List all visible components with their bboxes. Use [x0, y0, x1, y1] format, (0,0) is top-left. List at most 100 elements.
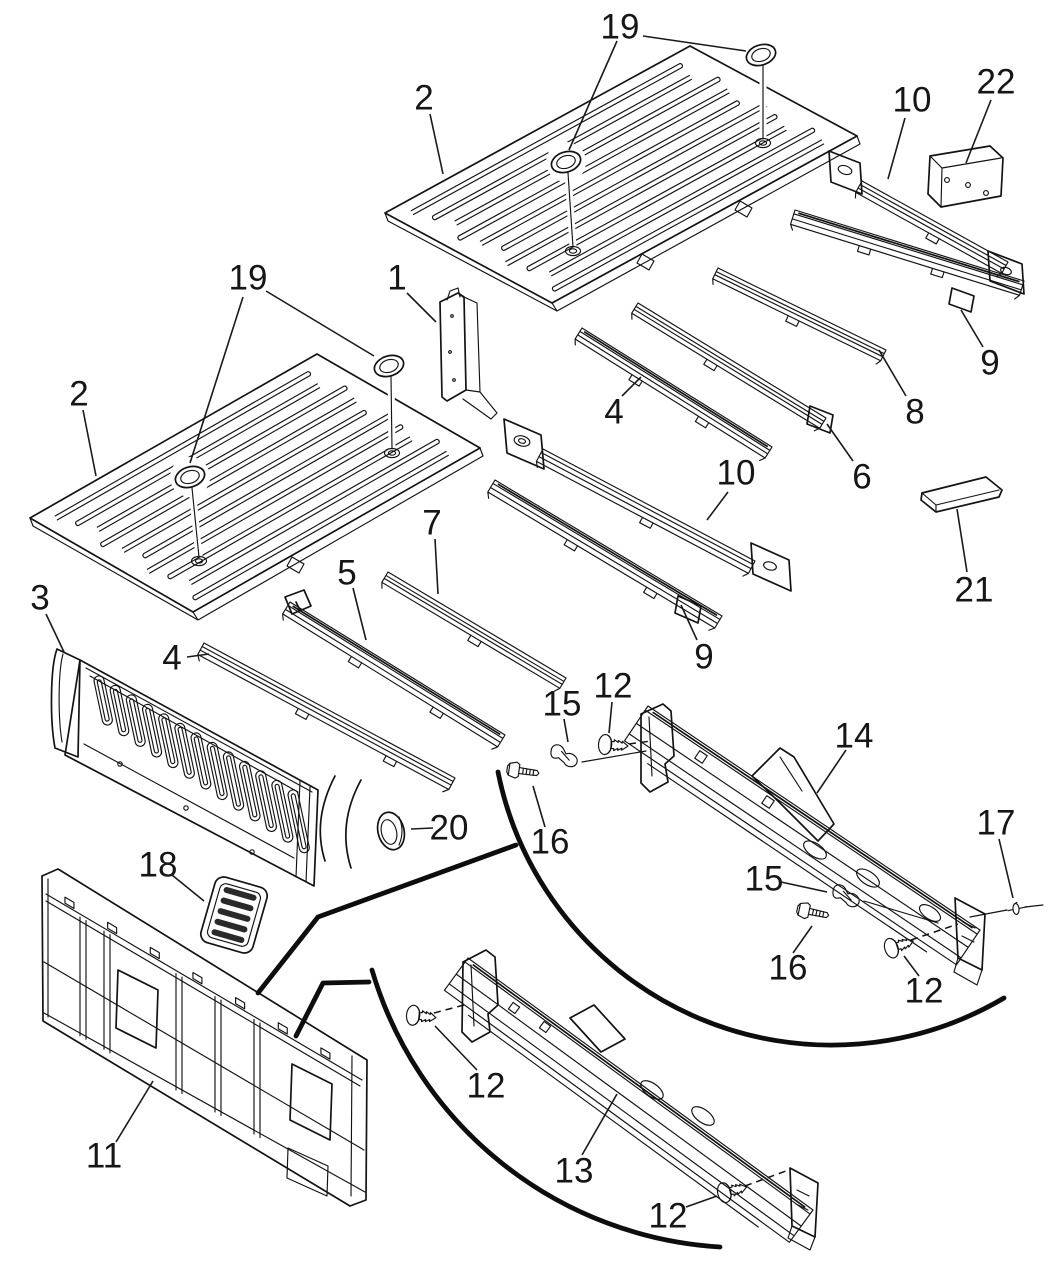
callout-label-support-bracket: 1: [387, 259, 406, 298]
leader-line-4: [186, 653, 210, 658]
crossmember-flange: [583, 331, 768, 448]
detail-circles: [255, 769, 1007, 1250]
detail-line: [506, 761, 521, 779]
support-bracket-1: [439, 287, 498, 420]
crossmember-7: [381, 571, 567, 692]
break-mark: [319, 775, 362, 869]
detail-line: [842, 890, 852, 901]
panel-rib-pattern: [64, 896, 331, 1139]
detail-line: [550, 744, 578, 768]
front-box-panel-3: [50, 648, 319, 887]
leader-line-20: [410, 827, 434, 830]
callout-label-crossmember: 4: [604, 393, 623, 432]
crossmember-flange: [798, 212, 1020, 283]
callout-label-push-pin: 12: [467, 1067, 506, 1106]
detail-line: [610, 739, 629, 752]
panel-slot: [158, 713, 179, 769]
crossmember-body: [197, 642, 456, 793]
callout-label-crossmember: 9: [980, 344, 999, 383]
crossmember-9-front: [487, 479, 723, 631]
callout-label-screw: 16: [769, 949, 808, 988]
leader-line-6: [826, 423, 854, 462]
fasteners: [405, 733, 1028, 1204]
floor-rib-pattern: [54, 371, 449, 601]
floor-panel-left: [29, 353, 484, 621]
callout-label-rear-sill-outer: 14: [835, 717, 874, 756]
detail-line: [724, 1182, 732, 1202]
leader-line-12: [685, 1195, 718, 1208]
fastener-links: [433, 740, 1044, 1187]
leader-line-16: [792, 925, 813, 954]
drain-plug: [546, 142, 586, 257]
leader-line-4: [621, 376, 642, 397]
callout-label-push-pin: 12: [905, 972, 944, 1011]
crossmember-flange: [497, 483, 718, 616]
crossmember-body: [381, 571, 567, 692]
detail-line: [560, 750, 570, 761]
drain-plug: [170, 457, 210, 567]
rear-sill-inner-13: [443, 957, 814, 1243]
leader-line-15: [780, 881, 828, 893]
callout-label-crossmember: 4: [162, 639, 181, 678]
detail-line: [414, 1006, 421, 1026]
leader-line-3: [45, 613, 65, 653]
leader-line-16: [532, 785, 546, 828]
detail-line: [796, 902, 811, 920]
callout-label-crossmember: 5: [337, 554, 356, 593]
leader-line-17: [998, 838, 1014, 899]
panel-slot: [190, 732, 212, 790]
panel-slot: [93, 675, 113, 726]
leader-line-18: [171, 874, 205, 902]
crossmember-flange: [292, 605, 501, 735]
detail-line: [1007, 901, 1028, 912]
detail-line: [807, 907, 830, 919]
panel-slot: [287, 789, 310, 854]
callout-label-push-nut: 17: [977, 804, 1016, 843]
panel-slot: [238, 760, 261, 822]
rear-sill-outer-14-details: [640, 703, 986, 986]
sill-flange: [652, 711, 973, 929]
screw-fastener: [796, 902, 830, 920]
push-pin-fastener: [405, 1004, 437, 1026]
pointer-line: [293, 979, 372, 1039]
plug-stem: [567, 172, 574, 248]
leader-line-12: [608, 701, 613, 734]
panel-slot: [174, 722, 195, 779]
side-panel-inner-11: [41, 868, 368, 1207]
callout-label-push-pin: 12: [649, 1197, 688, 1236]
drain-plug: [745, 43, 777, 149]
crossmember-4-front: [197, 642, 456, 793]
panel-slot: [206, 741, 228, 801]
vent-slat: [223, 886, 257, 901]
leader-line-19: [568, 40, 618, 151]
panel-slot: [141, 703, 163, 758]
callout-label-rear-sill-inner: 13: [555, 1152, 594, 1191]
callout-label-shim: 21: [955, 571, 994, 610]
detail-line: [890, 938, 899, 957]
callout-label-crossmember: 10: [893, 81, 932, 120]
callout-label-bracket: 22: [977, 63, 1016, 102]
detail-line: [418, 1010, 437, 1023]
callout-label-vent: 18: [139, 846, 178, 885]
leader-line-13: [581, 1093, 618, 1156]
callout-label-floor-panel: 2: [414, 79, 433, 118]
leader-line-10: [706, 491, 729, 521]
callout-label-crossmember: 8: [905, 393, 924, 432]
leader-line-12: [903, 955, 920, 977]
pointer-line: [255, 842, 519, 996]
plug-stem: [390, 376, 393, 450]
leader-line-1: [406, 292, 437, 323]
callout-label-drain-plug: 19: [229, 259, 268, 298]
panel-slot: [109, 684, 130, 737]
leader-line-9: [680, 604, 698, 641]
panel-slot: [222, 751, 245, 811]
leader-line-2: [82, 409, 97, 477]
push-pin-fastener: [883, 937, 914, 959]
leader-line-11: [115, 1080, 154, 1143]
detail-line: [518, 767, 540, 777]
callout-label-screw: 16: [531, 823, 570, 862]
leader-line-7: [434, 538, 439, 595]
panel-slot: [255, 770, 278, 833]
drain-plug: [373, 354, 405, 459]
